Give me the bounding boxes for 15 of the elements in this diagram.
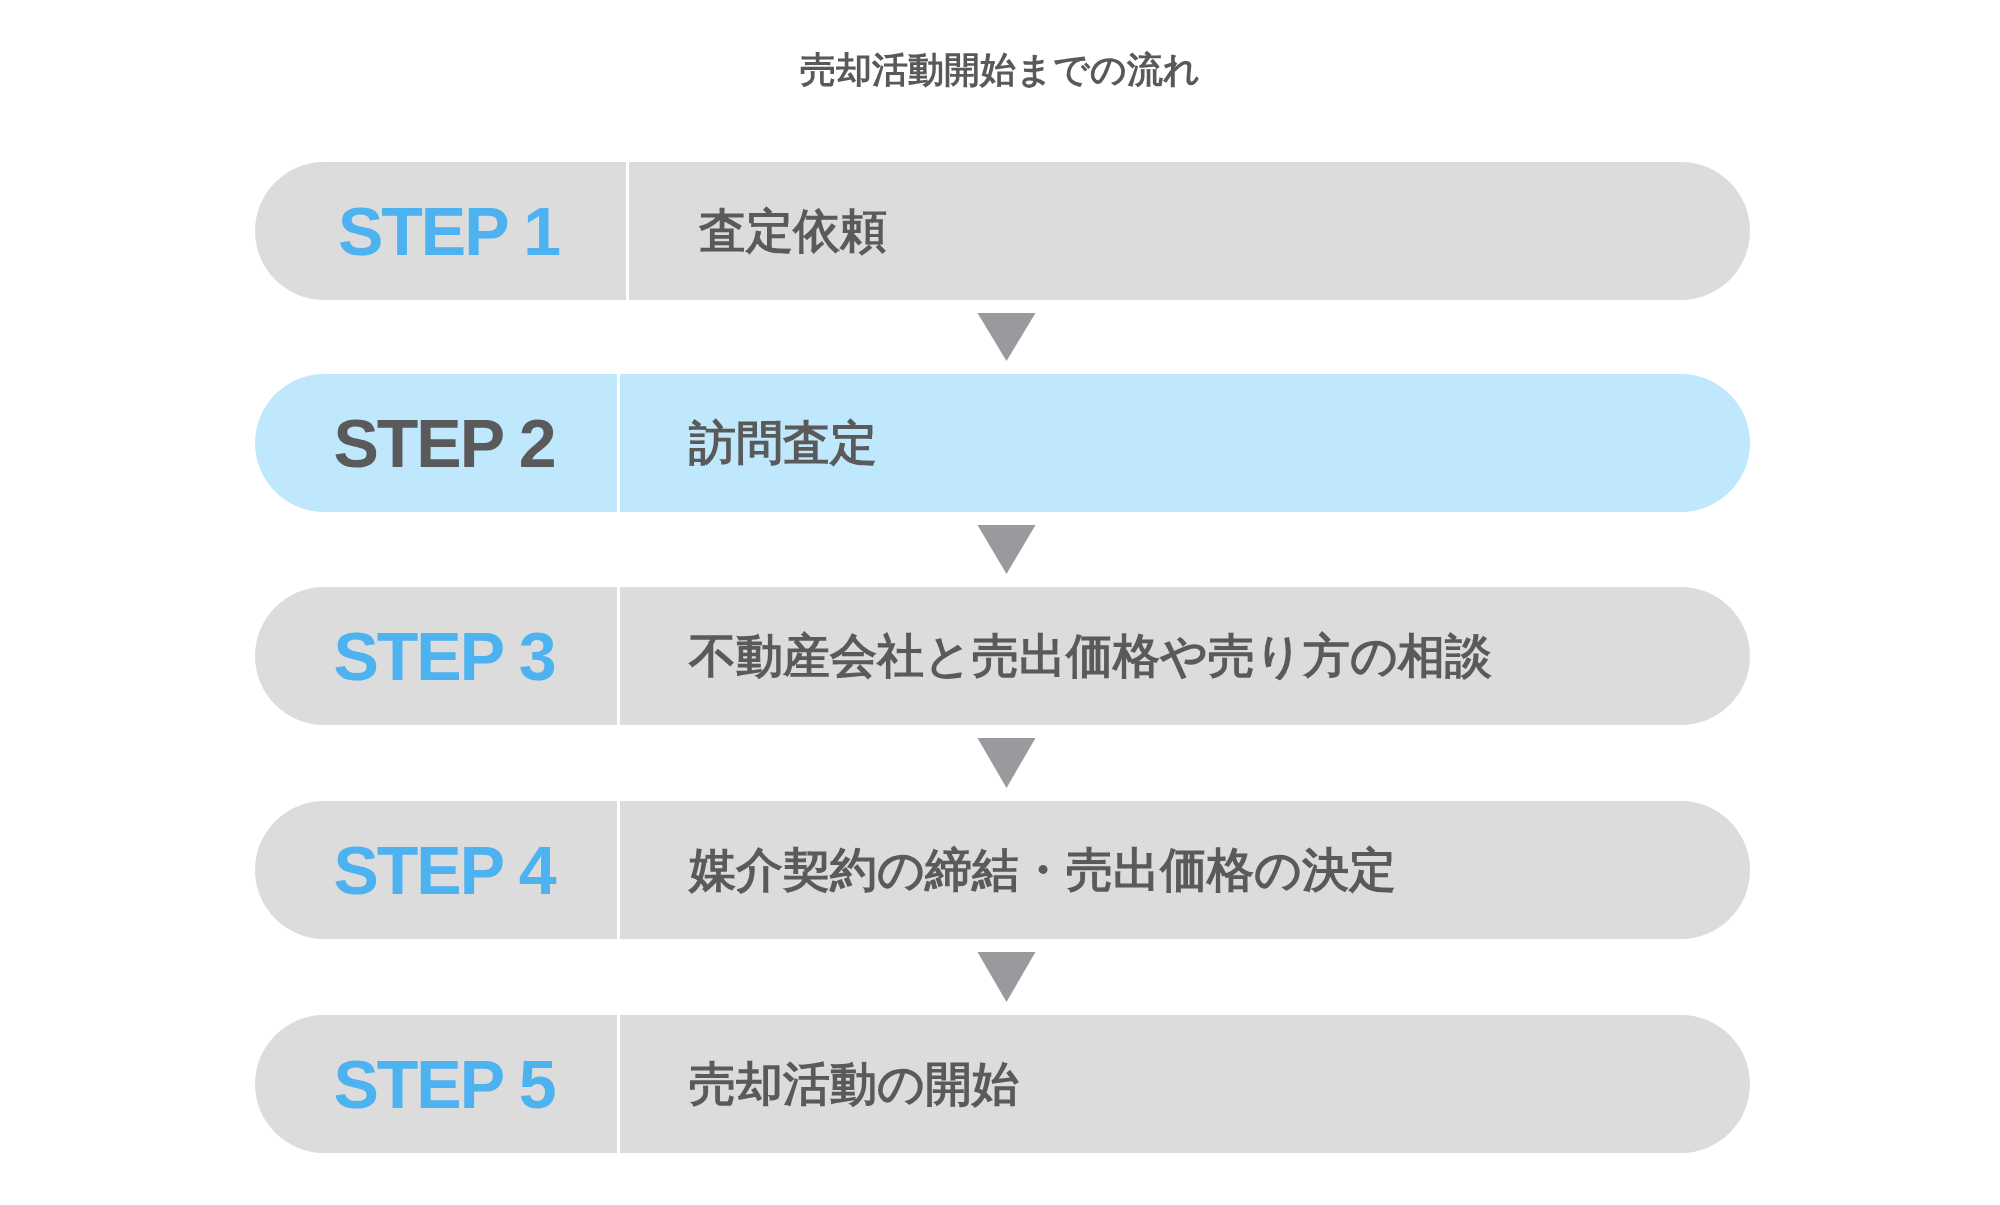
step-description: 訪問査定 xyxy=(689,417,877,469)
step-number: STEP 5 xyxy=(333,1050,555,1118)
step-description: 査定依頼 xyxy=(699,205,887,257)
step-number: STEP 3 xyxy=(333,622,555,690)
arrow xyxy=(977,525,1036,574)
arrow xyxy=(977,738,1036,788)
title: 売却活動開始までの流れ xyxy=(800,50,1200,90)
step-description: 不動産会社と売出価格や売り方の相談 xyxy=(689,630,1492,682)
arrow xyxy=(977,313,1036,361)
step-number: STEP 1 xyxy=(337,197,560,265)
step-description: 媒介契約の締結・売出価格の決定 xyxy=(689,844,1396,896)
step-number: STEP 4 xyxy=(333,836,555,904)
step-description: 売却活動の開始 xyxy=(689,1058,1019,1110)
step-number: STEP 2 xyxy=(333,409,555,477)
arrow xyxy=(977,952,1036,1002)
